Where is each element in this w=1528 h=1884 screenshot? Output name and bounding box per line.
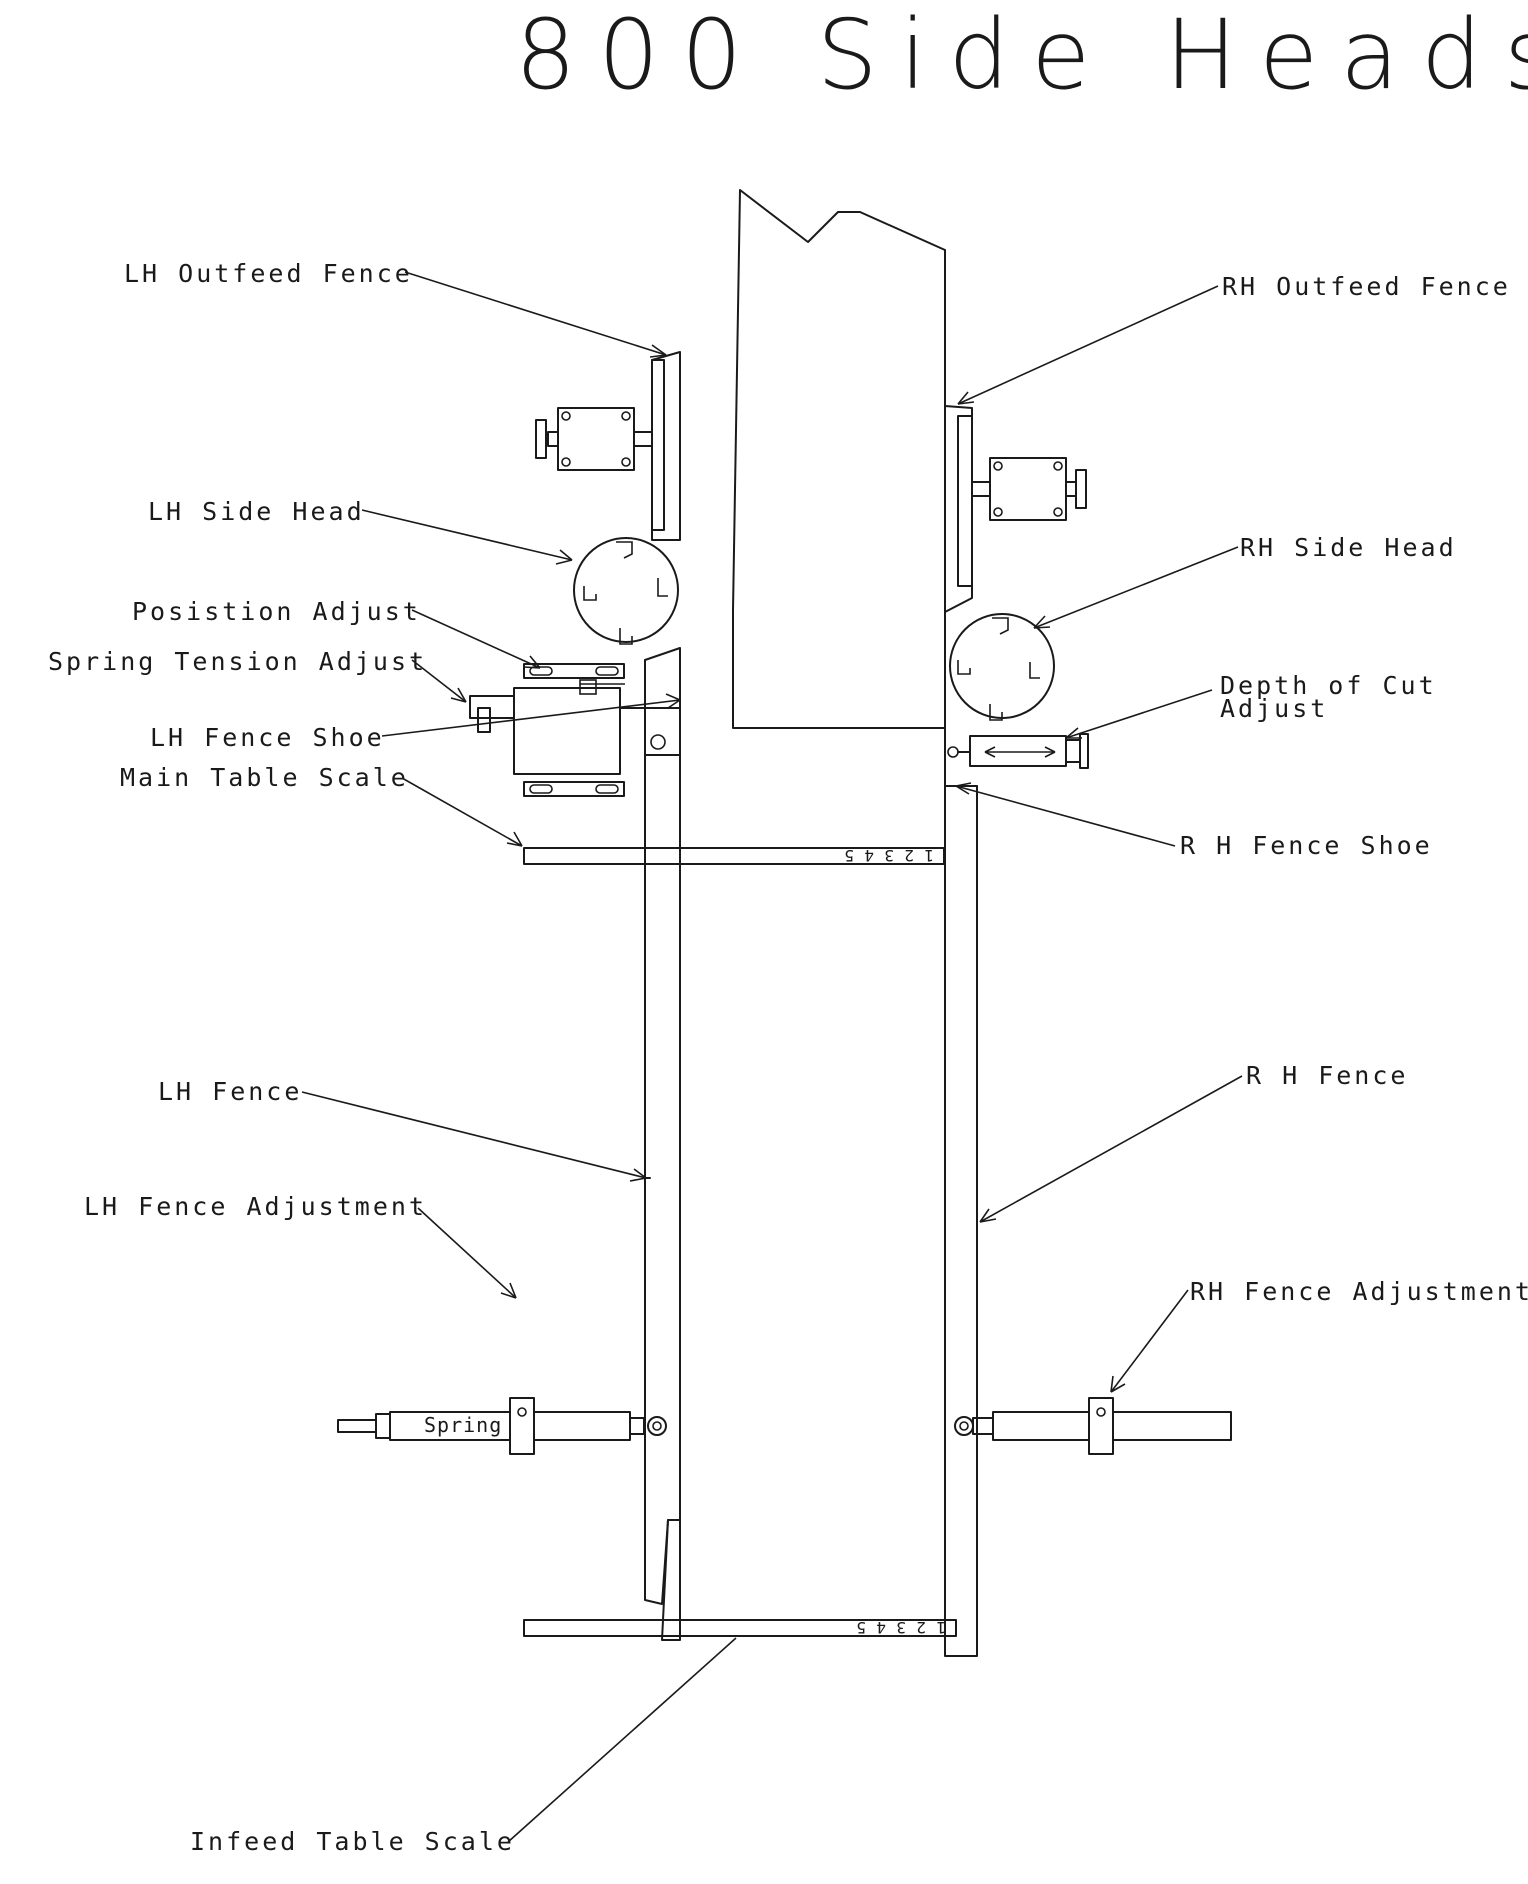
label-rh-outfeed-fence: RH Outfeed Fence — [1222, 272, 1511, 301]
rh-fence — [944, 785, 978, 1657]
rh-side-head-cutter — [949, 613, 1055, 721]
lh-fence — [644, 647, 681, 1641]
infeed-scale-mark-5: 5 — [856, 1618, 866, 1637]
label-depth-of-cut-1: Depth of Cut — [1220, 671, 1437, 700]
label-rh-fence-adjustment: RH Fence Adjustment — [1190, 1277, 1528, 1306]
label-lh-fence: LH Fence — [158, 1077, 302, 1106]
label-rh-fence-shoe: R H Fence Shoe — [1180, 831, 1433, 860]
infeed-scale-mark-1: 1 — [936, 1618, 946, 1637]
lh-outfeed-motor — [535, 407, 653, 471]
main-scale-mark-4: 4 — [864, 846, 874, 865]
page-title: 800 Side Heads — [515, 0, 1528, 111]
lh-outfeed-fence — [651, 351, 681, 541]
label-lh-fence-shoe: LH Fence Shoe — [150, 723, 385, 752]
infeed-scale-mark-2: 2 — [916, 1618, 926, 1637]
main-scale-mark-3: 3 — [884, 846, 894, 865]
label-depth-of-cut-2: Adjust — [1220, 694, 1328, 723]
rh-outfeed-motor — [971, 457, 1087, 521]
infeed-scale-mark-3: 3 — [896, 1618, 906, 1637]
label-lh-fence-adjustment: LH Fence Adjustment — [84, 1192, 427, 1221]
spring-label: Spring — [424, 1413, 502, 1437]
label-position-adjust: Posistion Adjust — [132, 597, 421, 626]
label-infeed-table-scale: Infeed Table Scale — [190, 1827, 515, 1856]
main-scale-mark-2: 2 — [904, 846, 914, 865]
label-rh-fence: R H Fence — [1246, 1061, 1408, 1090]
rh-depth-of-cut-adjust — [944, 721, 1089, 787]
lh-side-head-cutter — [573, 537, 679, 645]
lh-position-adjust — [469, 663, 681, 797]
rh-fence-adjustment — [954, 1397, 1232, 1455]
workpiece-body — [732, 189, 946, 729]
label-lh-outfeed-fence: LH Outfeed Fence — [124, 259, 413, 288]
label-lh-side-head: LH Side Head — [148, 497, 365, 526]
lh-fence-adjustment: Spring — [337, 1397, 667, 1455]
rh-outfeed-fence — [944, 405, 973, 613]
main-scale-mark-5: 5 — [844, 846, 854, 865]
label-spring-tension-adjust: Spring Tension Adjust — [48, 647, 427, 676]
label-main-table-scale: Main Table Scale — [120, 763, 409, 792]
main-scale-mark-1: 1 — [924, 846, 934, 865]
infeed-scale-mark-4: 4 — [876, 1618, 886, 1637]
leader-lines — [301, 271, 1243, 1843]
label-rh-side-head: RH Side Head — [1240, 533, 1457, 562]
